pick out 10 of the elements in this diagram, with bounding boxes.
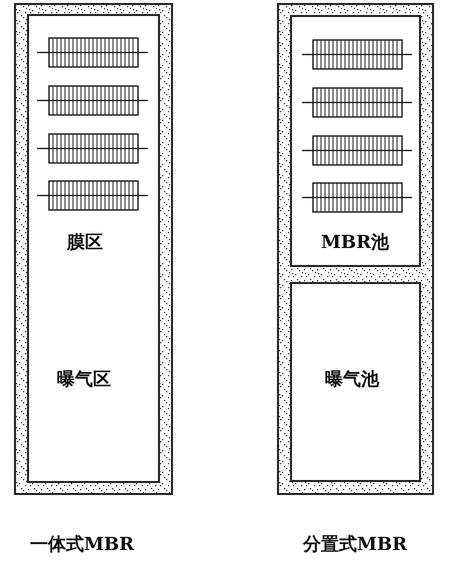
tank-wall bbox=[277, 3, 434, 495]
tank-wall bbox=[14, 3, 173, 495]
tank-name: 一体式MBR bbox=[30, 536, 134, 554]
tank-chamber bbox=[290, 15, 421, 267]
tank-chamber bbox=[290, 282, 421, 482]
zone-label: 曝气区 bbox=[57, 371, 111, 389]
tank-name: 分置式MBR bbox=[302, 536, 408, 554]
zone-label: 曝气池 bbox=[325, 371, 379, 389]
zone-label: 膜区 bbox=[67, 234, 103, 252]
zone-label: MBR池 bbox=[320, 234, 390, 252]
